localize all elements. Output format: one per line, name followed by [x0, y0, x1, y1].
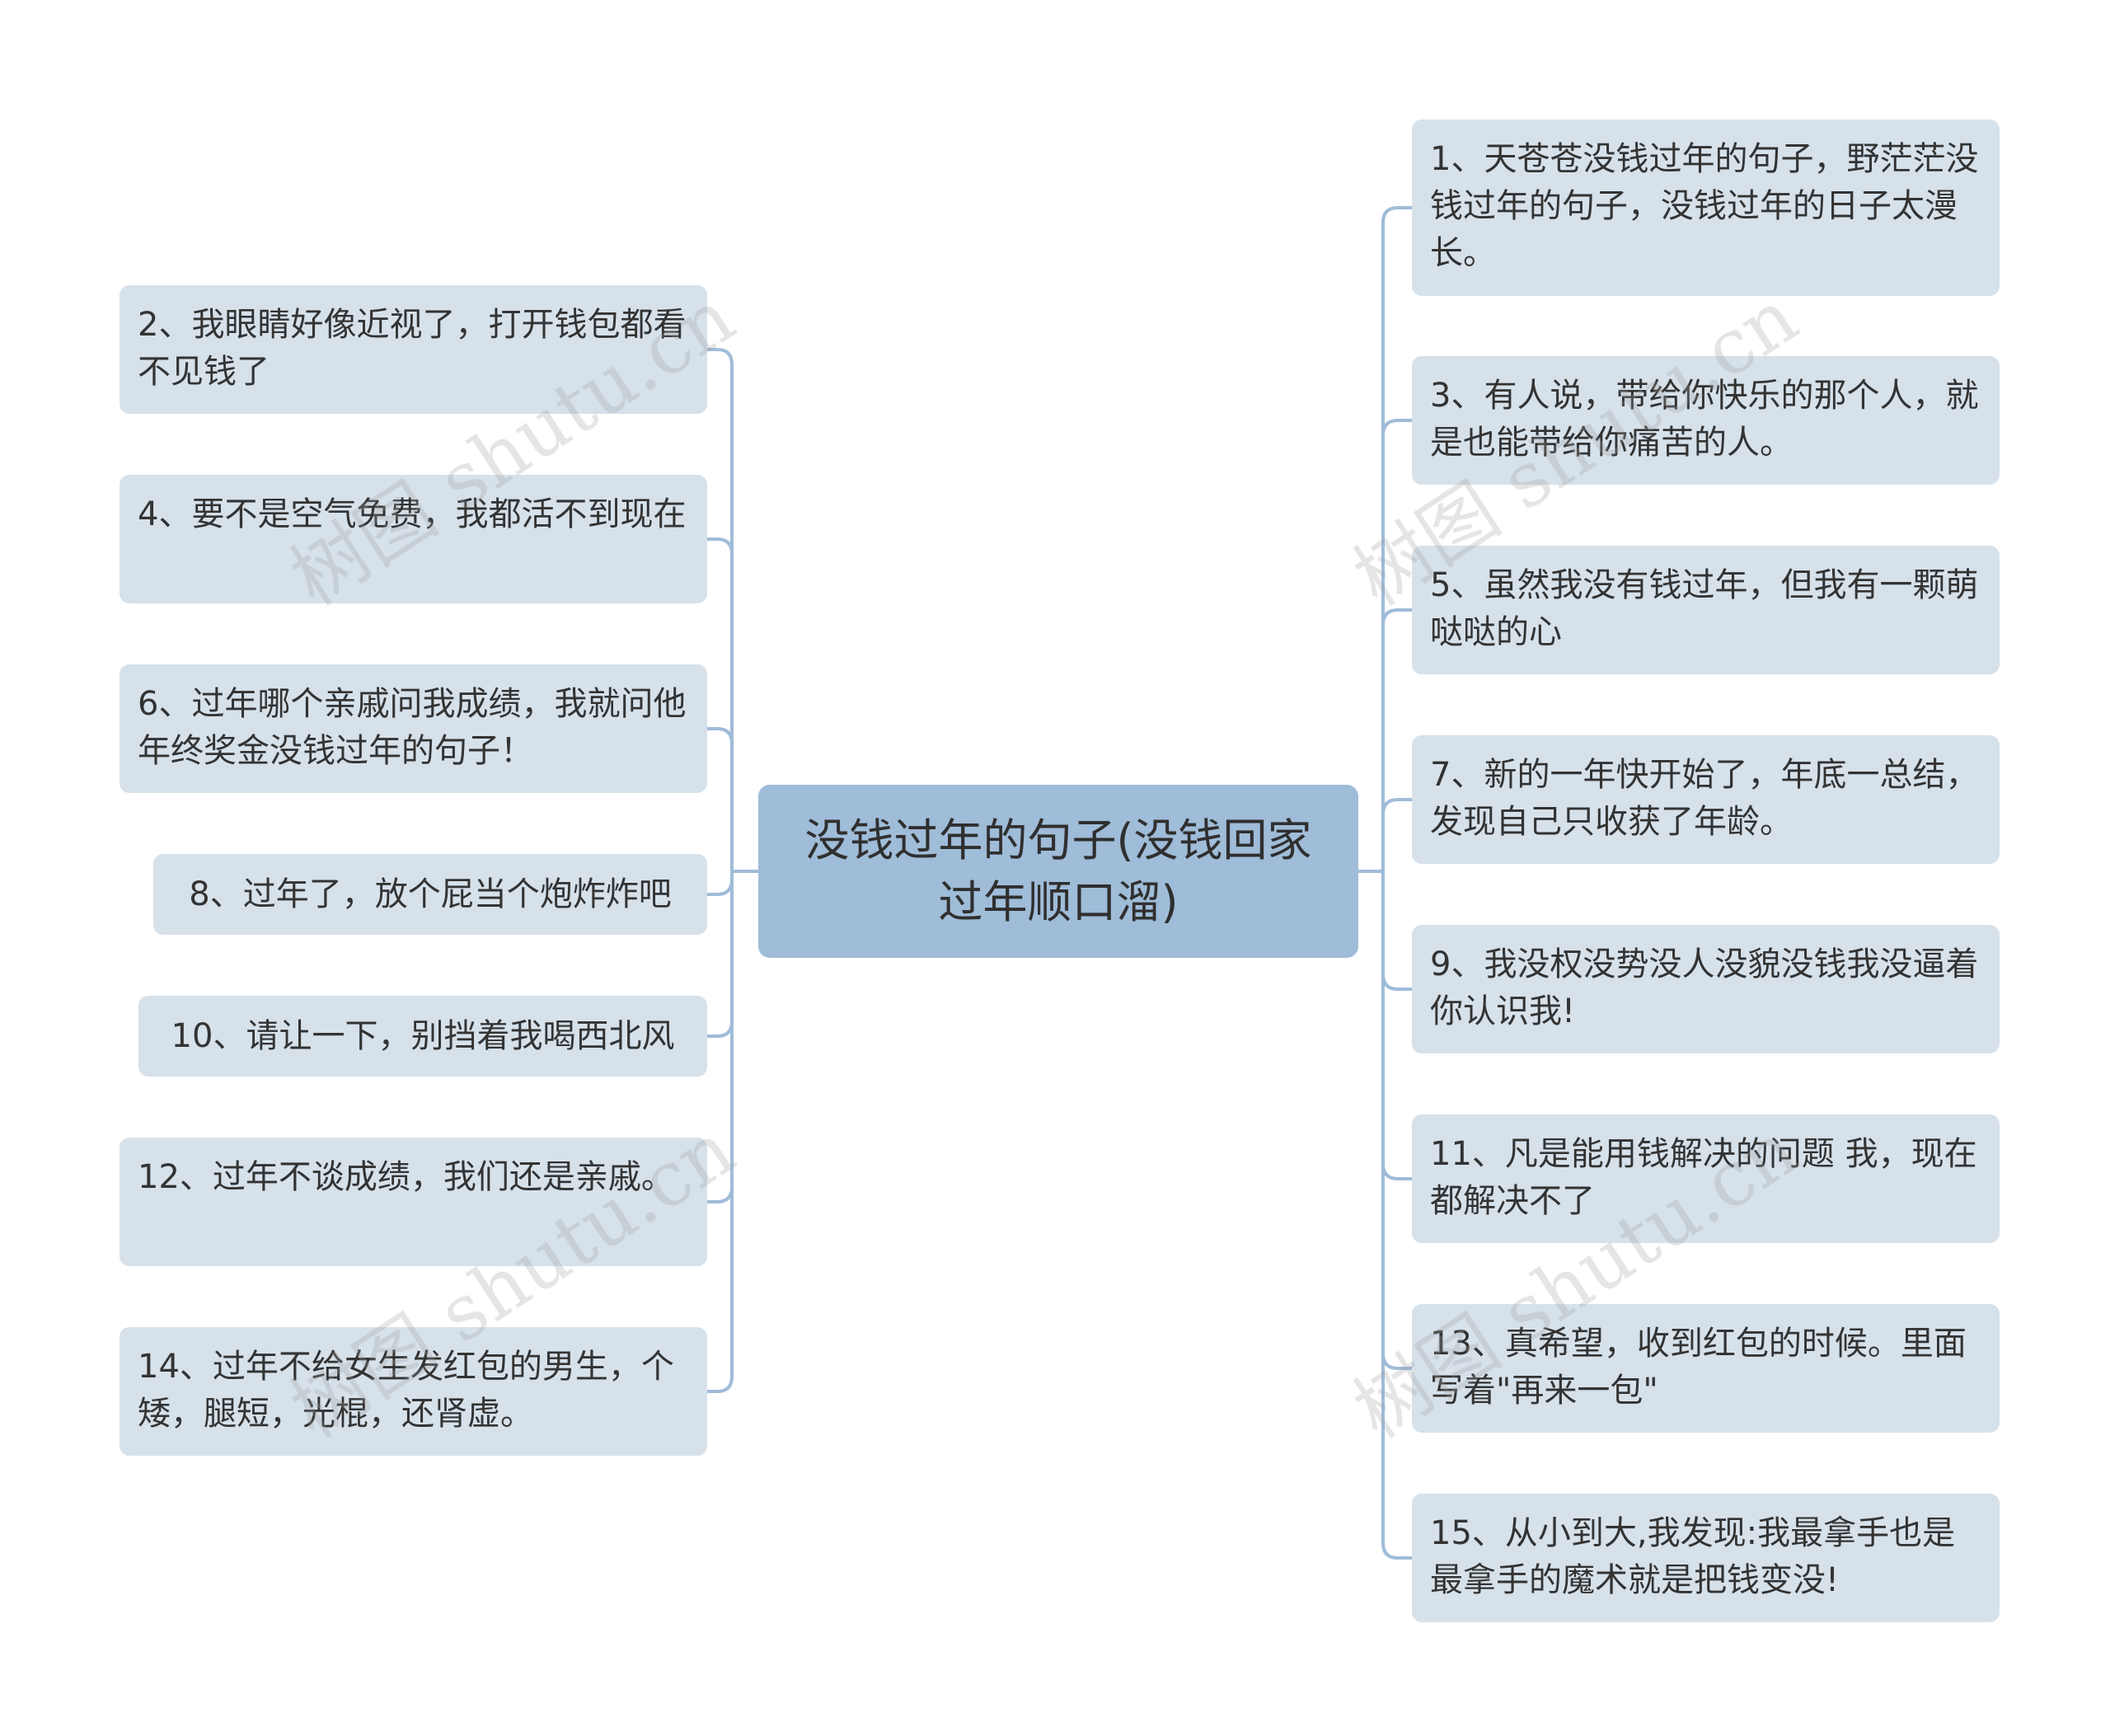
connector-left-1 [707, 537, 734, 871]
root-node[interactable]: 没钱过年的句子(没钱回家过年顺口溜) [758, 785, 1358, 958]
right-node-9[interactable]: 9、我没权没势没人没貌没钱我没逼着你认识我! [1412, 925, 2000, 1053]
connector-right-4 [1381, 871, 1412, 991]
right-node-1[interactable]: 1、天苍苍没钱过年的句子，野茫茫没钱过年的句子，没钱过年的日子太漫长。 [1412, 120, 2000, 296]
connector-right-3 [1381, 798, 1412, 871]
left-node-10[interactable]: 10、请让一下，别挡着我喝西北风 [138, 996, 707, 1077]
connector-right-6 [1381, 871, 1412, 1370]
connector-left-6 [707, 871, 734, 1393]
connector-right-2 [1381, 608, 1412, 871]
connector-right-5 [1381, 871, 1412, 1180]
right-node-11[interactable]: 11、凡是能用钱解决的问题 我，现在都解决不了 [1412, 1114, 2000, 1243]
left-node-12[interactable]: 12、过年不谈成绩，我们还是亲戚。 [120, 1138, 707, 1266]
connector-right-1 [1381, 419, 1412, 871]
right-node-15[interactable]: 15、从小到大,我发现:我最拿手也是最拿手的魔术就是把钱变没! [1412, 1494, 2000, 1622]
left-node-2[interactable]: 2、我眼睛好像近视了，打开钱包都看不见钱了 [120, 285, 707, 414]
left-node-6[interactable]: 6、过年哪个亲戚问我成绩，我就问他年终奖金没钱过年的句子！ [120, 664, 707, 793]
right-node-7[interactable]: 7、新的一年快开始了，年底一总结，发现自己只收获了年龄。 [1412, 735, 2000, 864]
left-node-14[interactable]: 14、过年不给女生发红包的男生，个矮，腿短，光棍，还肾虚。 [120, 1327, 707, 1456]
left-node-8[interactable]: 8、过年了，放个屁当个炮炸炸吧 [153, 854, 707, 935]
right-node-5[interactable]: 5、虽然我没有钱过年，但我有一颗萌哒哒的心 [1412, 546, 2000, 674]
connector-left-0 [707, 348, 734, 871]
connector-left-3 [707, 871, 734, 896]
connector-left-2 [707, 727, 734, 871]
left-node-4[interactable]: 4、要不是空气免费，我都活不到现在 [120, 475, 707, 603]
connector-right-7 [1381, 871, 1412, 1560]
right-node-13[interactable]: 13、真希望，收到红包的时候。里面写着"再来一包" [1412, 1304, 2000, 1433]
connector-right-0 [1381, 206, 1412, 871]
right-node-3[interactable]: 3、有人说，带给你快乐的那个人，就是也能带给你痛苦的人。 [1412, 356, 2000, 485]
